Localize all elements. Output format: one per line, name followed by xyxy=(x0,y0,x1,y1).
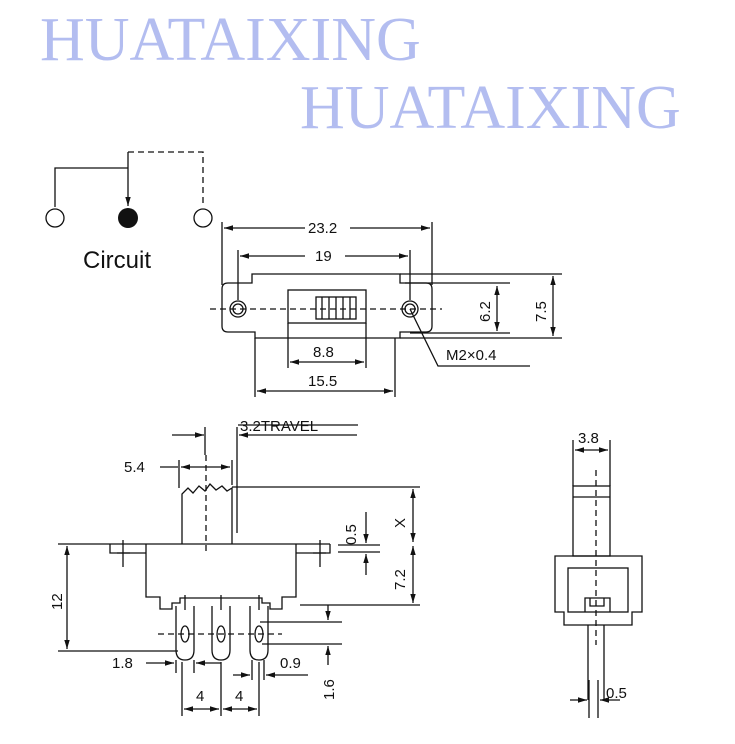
dim-hole-offset: 1.6 xyxy=(321,679,338,700)
end-view: 3.8 0.5 xyxy=(554,430,643,718)
dim-flange-thickness: 0.5 xyxy=(343,524,360,545)
dim-end-terminal-thickness: 0.5 xyxy=(606,685,627,702)
circuit-diagram: Circuit xyxy=(45,151,213,274)
dim-body-height: 6.2 xyxy=(477,301,494,322)
circuit-label: Circuit xyxy=(83,247,151,274)
top-view: 23.2 19 8.8 15.5 6.2 7.5 M2×0.4 xyxy=(210,220,562,397)
dim-pitch-2: 4 xyxy=(235,688,243,705)
dim-overall-height: 12 xyxy=(49,593,66,610)
dim-slider-length: 8.8 xyxy=(313,344,334,361)
screw-spec: M2×0.4 xyxy=(446,347,496,364)
dim-end-actuator-width: 3.8 xyxy=(578,430,599,447)
dim-terminal-thickness: 0.9 xyxy=(280,655,301,672)
dim-body-length: 15.5 xyxy=(308,373,337,390)
dim-overall-width: 23.2 xyxy=(308,220,337,237)
dim-body-depth: 7.2 xyxy=(392,569,409,590)
dim-actuator-width: 5.4 xyxy=(124,459,145,476)
dim-terminal-width: 1.8 xyxy=(112,655,133,672)
dim-plate-height: 7.5 xyxy=(533,301,550,322)
dim-hole-spacing: 19 xyxy=(315,248,332,265)
dim-pitch-1: 4 xyxy=(196,688,204,705)
watermark: HUATAIXING xyxy=(40,6,421,74)
watermark: HUATAIXING xyxy=(300,74,681,142)
dim-travel: 3.2TRAVEL xyxy=(240,418,318,435)
dim-actuator-height: X xyxy=(392,518,409,528)
side-view: 3.2TRAVEL 5.4 X 7.2 0.5 12 1.6 1.8 0.9 4… xyxy=(49,418,420,716)
